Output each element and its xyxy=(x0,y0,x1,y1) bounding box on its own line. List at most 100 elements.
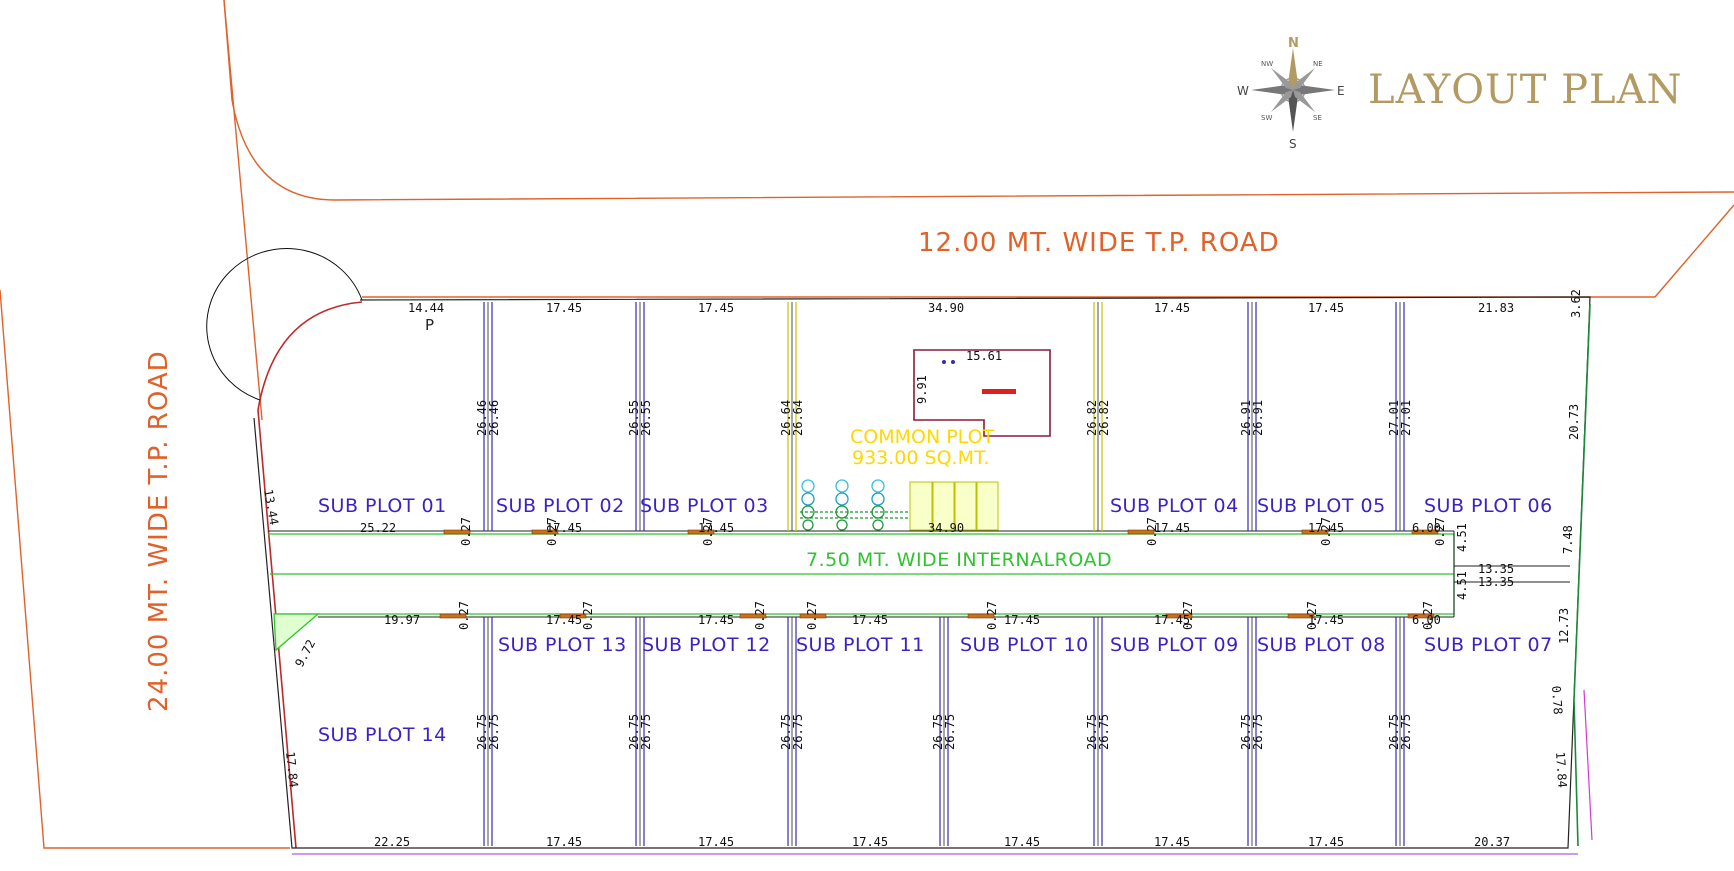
svg-text:SE: SE xyxy=(1313,114,1322,122)
svg-text:26.64: 26.64 xyxy=(791,400,805,436)
svg-text:26.82: 26.82 xyxy=(1085,400,1099,436)
svg-text:17.45: 17.45 xyxy=(1308,613,1344,627)
common-plot-parking xyxy=(909,481,999,531)
svg-text:26.75: 26.75 xyxy=(1251,714,1265,750)
svg-text:12.73: 12.73 xyxy=(1557,608,1571,644)
svg-text:4.51: 4.51 xyxy=(1455,571,1469,600)
svg-text:0.27: 0.27 xyxy=(1421,601,1435,630)
top-row-dims: 14.44 17.45 17.45 34.90 17.45 17.45 21.8… xyxy=(360,301,1514,535)
left-road-label: 24.00 MT. WIDE T.P. ROAD xyxy=(144,350,174,712)
svg-text:26.75: 26.75 xyxy=(639,714,653,750)
bottom-row-plot-labels: SUB PLOT 14 SUB PLOT 13 SUB PLOT 12 SUB … xyxy=(318,634,1553,746)
svg-text:17.45: 17.45 xyxy=(1004,613,1040,627)
svg-text:34.90: 34.90 xyxy=(928,301,964,315)
svg-text:0.27: 0.27 xyxy=(753,601,767,630)
svg-text:17.45: 17.45 xyxy=(1154,301,1190,315)
svg-text:N: N xyxy=(1288,36,1299,51)
splay-corner xyxy=(273,613,320,652)
svg-text:26.46: 26.46 xyxy=(475,400,489,436)
bottom-row-depth-dims: 26.75 26.75 26.75 26.75 26.75 26.75 26.7… xyxy=(283,637,1569,788)
plot-label-05: SUB PLOT 05 xyxy=(1257,495,1386,517)
svg-text:26.75: 26.75 xyxy=(627,714,641,750)
svg-text:19.97: 19.97 xyxy=(384,613,420,627)
svg-text:0.27: 0.27 xyxy=(701,517,715,546)
svg-text:26.91: 26.91 xyxy=(1251,400,1265,436)
svg-text:26.55: 26.55 xyxy=(639,400,653,436)
divider-black xyxy=(487,302,1401,846)
plot-label-10: SUB PLOT 10 xyxy=(960,634,1089,656)
layout-plan-title: LAYOUT PLAN xyxy=(1368,67,1683,113)
plot-label-04: SUB PLOT 04 xyxy=(1110,495,1239,517)
left-road-outer-edge xyxy=(0,289,290,849)
plot-dividers xyxy=(483,302,1405,846)
svg-text:NE: NE xyxy=(1313,60,1323,68)
right-boundary-magenta xyxy=(1583,689,1593,841)
svg-text:0.27: 0.27 xyxy=(581,601,595,630)
svg-text:17.45: 17.45 xyxy=(546,301,582,315)
svg-text:13.35: 13.35 xyxy=(1478,575,1514,589)
svg-text:26.64: 26.64 xyxy=(779,400,793,436)
svg-text:17.45: 17.45 xyxy=(1154,613,1190,627)
site-boundary-red xyxy=(257,301,363,849)
svg-text:13.35: 13.35 xyxy=(1478,562,1514,576)
svg-text:17.45: 17.45 xyxy=(546,521,582,535)
right-side-dims: 3.62 7.48 12.73 0.78 4.51 4.51 13.35 13.… xyxy=(1455,289,1583,715)
common-plot-name: COMMON PLOT xyxy=(850,426,995,448)
svg-text:21.83: 21.83 xyxy=(1478,301,1514,315)
svg-text:6.00: 6.00 xyxy=(1412,521,1441,535)
common-plot-area: 933.00 SQ.MT. xyxy=(852,447,989,469)
svg-text:17.45: 17.45 xyxy=(698,835,734,849)
svg-text:26.75: 26.75 xyxy=(943,714,957,750)
common-plot-dividers xyxy=(787,302,1103,531)
svg-text:0.27: 0.27 xyxy=(545,517,559,546)
svg-text:26.75: 26.75 xyxy=(1097,714,1111,750)
svg-text:0.27: 0.27 xyxy=(457,601,471,630)
plot-label-11: SUB PLOT 11 xyxy=(796,634,925,656)
svg-text:26.46: 26.46 xyxy=(487,400,501,436)
svg-text:26.75: 26.75 xyxy=(1085,714,1099,750)
site-boundary xyxy=(206,248,1593,855)
svg-text:26.82: 26.82 xyxy=(1097,400,1111,436)
svg-text:4.51: 4.51 xyxy=(1455,523,1469,552)
svg-text:0.27: 0.27 xyxy=(805,601,819,630)
svg-text:26.75: 26.75 xyxy=(779,714,793,750)
svg-text:26.75: 26.75 xyxy=(1399,714,1413,750)
svg-text:34.90: 34.90 xyxy=(928,521,964,535)
plot-label-02: SUB PLOT 02 xyxy=(496,495,625,517)
building-depth-dim: 9.91 xyxy=(915,375,929,404)
corner-arc xyxy=(206,248,363,401)
plot-label-14: SUB PLOT 14 xyxy=(318,724,447,746)
svg-text:26.75: 26.75 xyxy=(1387,714,1401,750)
gate-markers xyxy=(439,529,1439,619)
plot-label-07: SUB PLOT 07 xyxy=(1424,634,1553,656)
building-width-dim: 15.61 xyxy=(966,349,1002,363)
plot-label-13: SUB PLOT 13 xyxy=(498,634,627,656)
svg-text:17.45: 17.45 xyxy=(546,835,582,849)
plot-label-01: SUB PLOT 01 xyxy=(318,495,447,517)
svg-text:17.45: 17.45 xyxy=(1004,835,1040,849)
gate-dims: 0.27 0.27 0.27 0.27 0.27 0.27 0.27 0.27 … xyxy=(457,517,1447,630)
svg-text:27.01: 27.01 xyxy=(1387,400,1401,436)
road-boundaries xyxy=(0,0,1734,849)
svg-text:14.44: 14.44 xyxy=(408,301,444,315)
svg-text:0.27: 0.27 xyxy=(1433,517,1447,546)
svg-text:17.84: 17.84 xyxy=(283,751,301,788)
svg-text:6.00: 6.00 xyxy=(1412,613,1441,627)
svg-text:17.84: 17.84 xyxy=(1553,751,1569,788)
svg-text:17.45: 17.45 xyxy=(1308,301,1344,315)
svg-text:0.27: 0.27 xyxy=(1145,517,1159,546)
svg-text:0.78: 0.78 xyxy=(1549,685,1565,715)
top-road-label: 12.00 MT. WIDE T.P. ROAD xyxy=(918,228,1280,258)
svg-text:26.75: 26.75 xyxy=(487,714,501,750)
left-road-separator xyxy=(223,0,263,421)
svg-text:13.44: 13.44 xyxy=(261,488,281,526)
plot-label-09: SUB PLOT 09 xyxy=(1110,634,1239,656)
svg-text:9.72: 9.72 xyxy=(292,637,318,669)
svg-text:20.37: 20.37 xyxy=(1474,835,1510,849)
internal-road-label: 7.50 MT. WIDE INTERNALROAD xyxy=(806,549,1112,571)
svg-text:20.73: 20.73 xyxy=(1567,404,1581,440)
svg-text:7.48: 7.48 xyxy=(1561,525,1575,554)
plot-label-08: SUB PLOT 08 xyxy=(1257,634,1386,656)
svg-text:0.27: 0.27 xyxy=(1305,601,1319,630)
svg-text:S: S xyxy=(1289,137,1297,151)
